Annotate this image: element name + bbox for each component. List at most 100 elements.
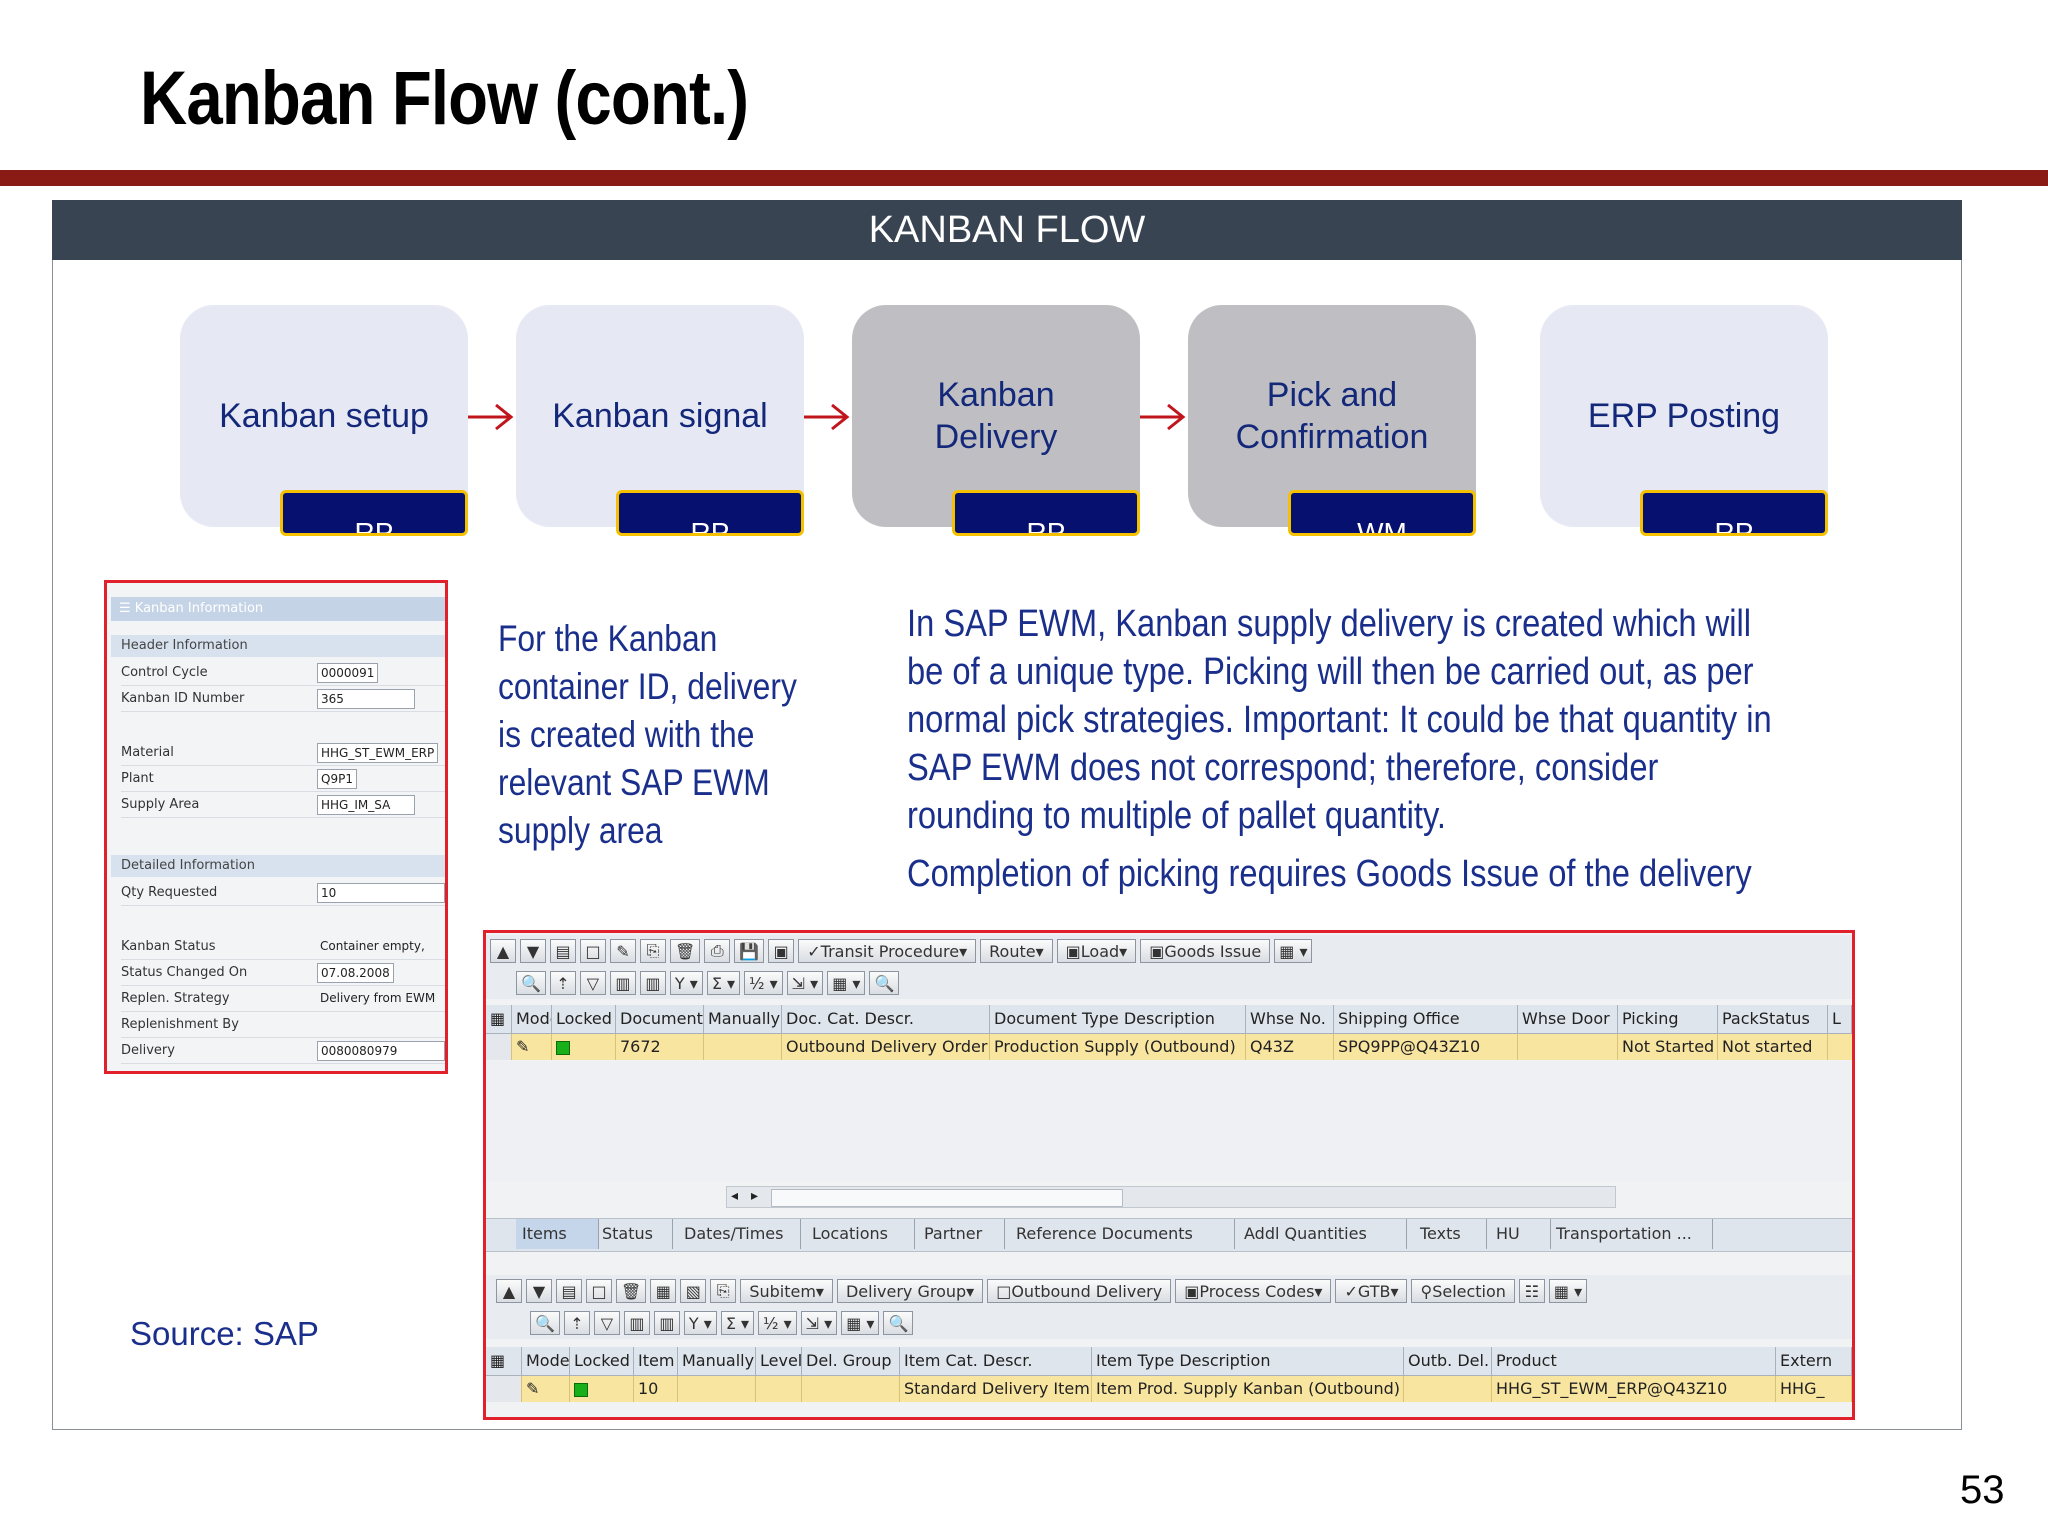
print-preview-icon[interactable]: 🔍 [869,971,900,995]
column-header[interactable]: Mode [522,1347,570,1375]
print-icon[interactable]: ⎙ [704,939,731,963]
field-value[interactable]: 07.08.2008 [317,963,394,983]
tab-status[interactable]: Status [596,1219,673,1249]
transit-procedure-button[interactable]: ✓ Transit Procedure ▾ [798,939,977,963]
find-icon[interactable]: 🔍 [516,971,546,995]
column-header[interactable]: Item [634,1347,678,1375]
print-preview-icon[interactable]: 🔍 [883,1311,914,1335]
column-header[interactable]: Picking [1618,1005,1718,1033]
column-header[interactable]: Item Cat. Descr. [900,1347,1092,1375]
more-icon[interactable]: ▦ ▾ [1274,939,1313,963]
layout2-icon[interactable]: ▥ [653,1311,680,1335]
deselect-icon[interactable]: ▧ [680,1279,707,1303]
row-selector[interactable] [486,1034,512,1060]
layout2-icon[interactable]: ▥ [639,971,666,995]
subtotal-icon[interactable]: ½ ▾ [744,971,783,995]
field-value[interactable]: HHG_ST_EWM_ERP [317,743,439,763]
scroll-left-icon[interactable]: ◂ [731,1188,739,1204]
detail-icon[interactable]: ▤ [550,939,576,963]
select-all-icon[interactable]: ▦ [486,1347,522,1375]
column-header[interactable]: Whse No. [1246,1005,1334,1033]
column-header[interactable]: Document Type Description [990,1005,1246,1033]
arrow-up-icon[interactable]: ▲ [496,1279,522,1303]
delete-icon[interactable]: 🗑 [616,1279,647,1303]
tab-locations[interactable]: Locations [806,1219,915,1249]
funnel-icon[interactable]: Y ▾ [683,1311,717,1335]
column-header[interactable]: L [1828,1005,1852,1033]
filter-icon[interactable]: ▽ [593,1311,620,1335]
field-value[interactable]: 10 [317,883,445,903]
find-icon[interactable]: 🔍 [530,1311,560,1335]
load-button[interactable]: ▣ Load ▾ [1056,939,1137,963]
column-header[interactable]: Document [616,1005,704,1033]
copy-icon[interactable]: ⎘ [710,1279,737,1303]
tab-hu[interactable]: HU [1490,1219,1551,1249]
scroll-right-icon[interactable]: ▸ [751,1188,759,1204]
column-header[interactable]: Item Type Description [1092,1347,1404,1375]
field-value[interactable]: HHG_IM_SA [317,795,415,815]
arrow-down-icon[interactable]: ▼ [520,939,546,963]
save-icon[interactable]: 💾 [734,939,765,963]
column-header[interactable]: PackStatus [1718,1005,1828,1033]
subitem-button[interactable]: Subitem ▾ [740,1279,833,1303]
row-selector[interactable] [486,1376,522,1402]
column-header[interactable]: Outb. Del. [1404,1347,1492,1375]
export-icon[interactable]: ⇲ ▾ [786,971,824,995]
sum-icon[interactable]: Σ ▾ [720,1311,755,1335]
check-icon[interactable]: ▣ [768,939,795,963]
field-value[interactable]: 365 [317,689,415,709]
process-codes-button[interactable]: ▣ Process Codes ▾ [1175,1279,1332,1303]
column-header[interactable]: Manually [704,1005,782,1033]
hierarchy-icon[interactable]: ☷ [1518,1279,1545,1303]
export-icon[interactable]: ⇲ ▾ [800,1311,838,1335]
route-button[interactable]: Route ▾ [980,939,1053,963]
layout-icon[interactable]: ▥ [623,1311,650,1335]
column-header[interactable]: Manually [678,1347,756,1375]
field-value[interactable]: Q9P1 [317,769,357,789]
tab-transportation[interactable]: Transportation ... [1550,1219,1713,1249]
detail-icon[interactable]: ▤ [556,1279,582,1303]
tab-dates-times[interactable]: Dates/Times [678,1219,801,1249]
filter-icon[interactable]: ▽ [579,971,606,995]
create-icon[interactable]: □ [586,1279,612,1303]
tab-items[interactable]: Items [516,1219,599,1249]
edit-icon[interactable]: ✎ [610,939,636,963]
create-icon[interactable]: □ [580,939,606,963]
horizontal-scrollbar[interactable]: ◂ ▸ [726,1186,1616,1208]
table-row[interactable]: ✎ 7672 Outbound Delivery Order Productio… [486,1034,1852,1060]
column-header[interactable]: Product [1492,1347,1776,1375]
tab-addl-quantities[interactable]: Addl Quantities [1238,1219,1407,1249]
outbound-delivery-button[interactable]: □ Outbound Delivery [987,1279,1172,1303]
column-header[interactable]: Doc. Cat. Descr. [782,1005,990,1033]
goods-issue-button[interactable]: ▣ Goods Issue [1140,939,1271,963]
layout-icon[interactable]: ▥ [609,971,636,995]
selection-button[interactable]: ⚲ Selection [1411,1279,1515,1303]
tab-reference-documents[interactable]: Reference Documents [1010,1219,1235,1249]
arrow-up-icon[interactable]: ▲ [490,939,516,963]
sort-asc-icon[interactable]: ⇡ [563,1311,590,1335]
table-row[interactable]: ✎ 10 Standard Delivery Item Item Prod. S… [486,1376,1852,1402]
sort-asc-icon[interactable]: ⇡ [549,971,576,995]
column-header[interactable]: Extern [1776,1347,1852,1375]
delivery-group-button[interactable]: Delivery Group ▾ [836,1279,984,1303]
copy-icon[interactable]: ⎘ [640,939,666,963]
column-header[interactable]: Level [756,1347,802,1375]
column-header[interactable]: Locked [552,1005,616,1033]
column-header[interactable]: Mode [512,1005,552,1033]
tab-partner[interactable]: Partner [918,1219,1005,1249]
columns-icon[interactable]: ▦ ▾ [827,971,866,995]
column-header[interactable]: Shipping Office [1334,1005,1518,1033]
column-header[interactable]: Del. Group [802,1347,900,1375]
sum-icon[interactable]: Σ ▾ [706,971,741,995]
more-icon[interactable]: ▦ ▾ [1548,1279,1588,1303]
column-header[interactable]: Whse Door [1518,1005,1618,1033]
tab-texts[interactable]: Texts [1414,1219,1487,1249]
scroll-thumb[interactable] [771,1189,1123,1207]
field-value[interactable]: 0080080979 [317,1041,445,1061]
select-icon[interactable]: ▦ [650,1279,677,1303]
funnel-icon[interactable]: Y ▾ [669,971,703,995]
field-value[interactable]: 0000091 [317,663,379,683]
columns-icon[interactable]: ▦ ▾ [841,1311,880,1335]
arrow-down-icon[interactable]: ▼ [526,1279,552,1303]
subtotal-icon[interactable]: ½ ▾ [758,1311,797,1335]
